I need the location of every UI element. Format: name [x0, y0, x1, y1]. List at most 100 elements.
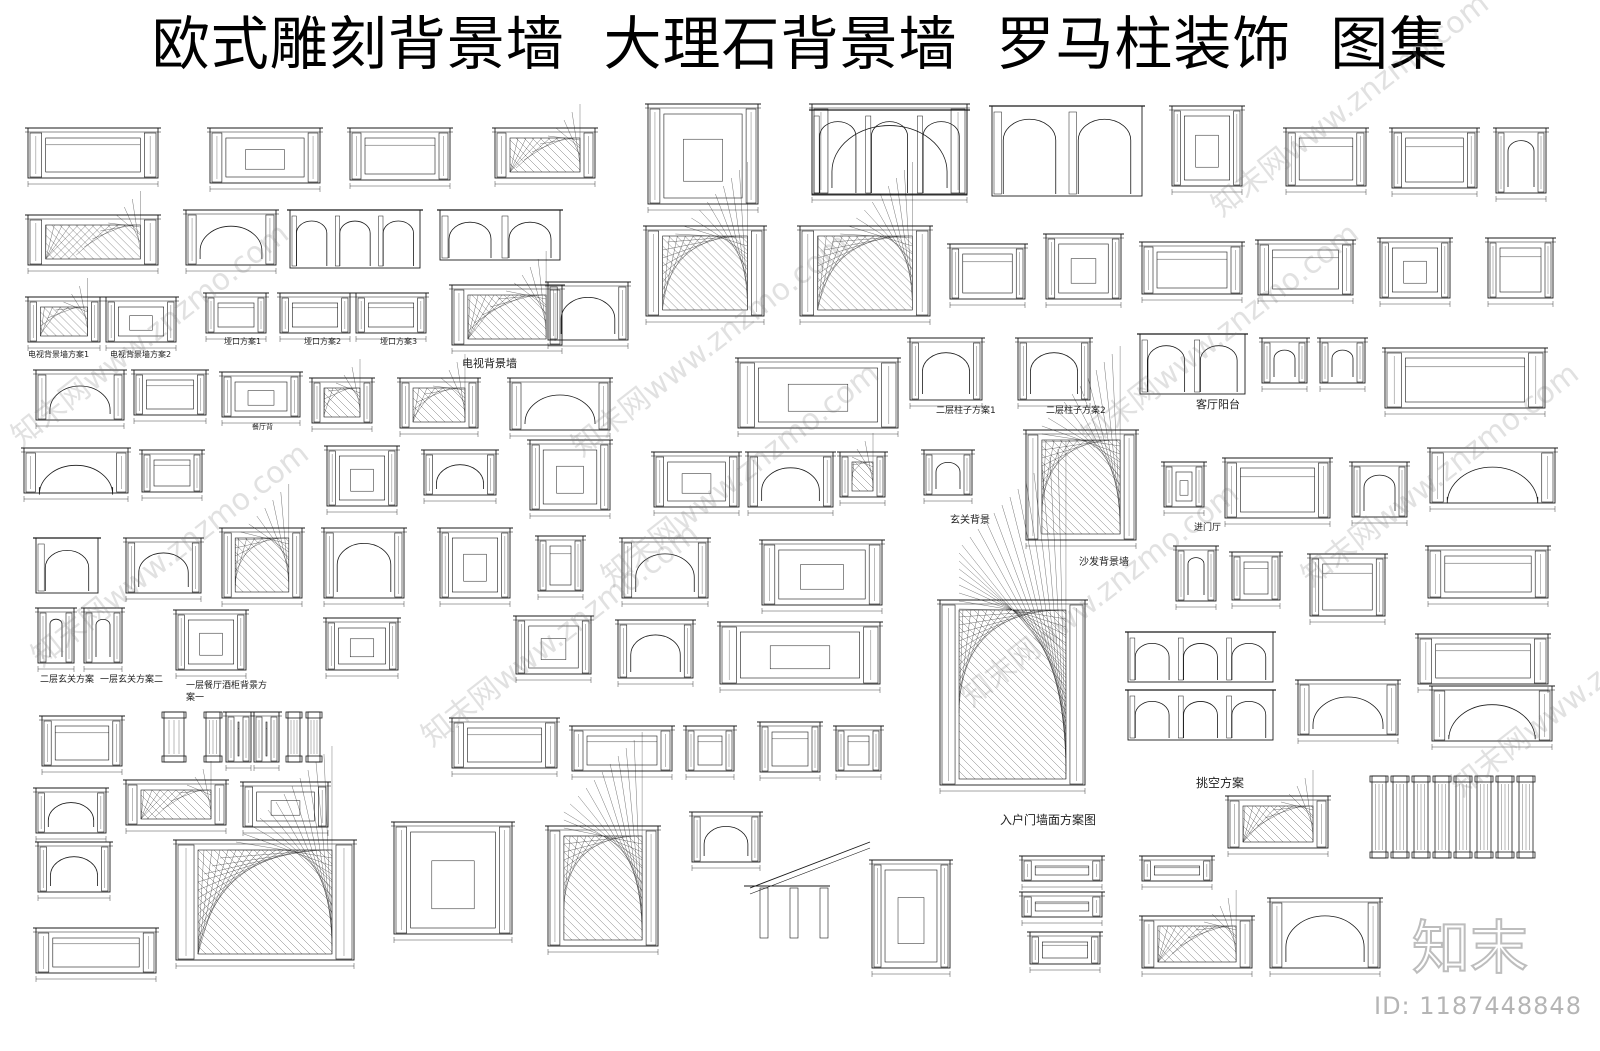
elevation-drawing: [324, 445, 400, 515]
elevation-drawing: [139, 449, 205, 501]
roman-column-drawing: [203, 711, 223, 763]
caption: 入户门墙面方案图: [1000, 813, 1097, 827]
elevation-drawing: [1139, 890, 1255, 977]
arcade-drawing: [287, 209, 423, 269]
elevation-drawing: [569, 725, 675, 780]
caption: 二层柱子方案2: [1046, 406, 1106, 416]
elevation-drawing: [219, 371, 303, 426]
elevation-drawing: [833, 725, 884, 780]
elevation-drawing: [513, 615, 594, 683]
elevation-drawing: [757, 721, 823, 781]
elevation-drawing: [907, 337, 985, 409]
elevation-drawing: [35, 841, 113, 901]
elevation-drawing: [921, 449, 975, 504]
roman-column-drawing: [161, 711, 187, 763]
caption: 垭口方案1: [224, 337, 262, 346]
elevation-drawing: [1317, 337, 1368, 392]
elevation-drawing: [35, 607, 77, 672]
elevation-drawing: [1295, 679, 1401, 744]
elevation-drawing: [643, 162, 767, 325]
elevation-drawing: [1349, 461, 1410, 526]
elevation-drawing: [1377, 237, 1453, 307]
caption: 餐厅背: [252, 423, 273, 431]
arcade-drawing: [809, 109, 970, 196]
elevation-drawing: [321, 527, 407, 607]
elevation-drawing: [809, 103, 970, 203]
elevation-drawing: [437, 527, 513, 607]
elevation-drawing: [21, 447, 131, 502]
elevation-drawing: [391, 821, 515, 943]
elevation-drawing: [1493, 127, 1549, 202]
elevation-drawing: [33, 369, 127, 429]
elevation-drawing: [103, 296, 179, 351]
elevation-drawing: [645, 103, 761, 213]
elevation-drawing: [1139, 855, 1215, 890]
elevation-drawing: [1222, 457, 1333, 527]
elevation-drawing: [869, 859, 953, 977]
elevation-drawing: [123, 761, 229, 834]
roman-column-drawing: [1453, 775, 1473, 859]
elevation-drawing: [717, 621, 883, 693]
caption: 二层柱子方案1: [936, 406, 996, 416]
roman-column-drawing: [1369, 775, 1389, 859]
elevation-drawing: [39, 715, 125, 775]
elevation-drawing: [1389, 127, 1480, 197]
roman-column-drawing: [285, 711, 303, 763]
elevation-drawing: [1259, 337, 1310, 392]
caption: 垭口方案2: [304, 337, 342, 346]
elevation-drawing: [1425, 545, 1551, 607]
elevation-drawing: [1429, 685, 1555, 750]
caption: 垭口方案3: [380, 337, 418, 346]
arcade-drawing: [33, 537, 101, 594]
elevation-drawing: [1225, 770, 1331, 857]
elevation-drawing: [745, 451, 836, 516]
elevation-drawing: [277, 292, 353, 342]
elevation-drawing: [1255, 239, 1356, 304]
elevation-drawing: [33, 787, 109, 842]
elevation-drawing: [353, 292, 429, 342]
elevation-drawing: [183, 209, 279, 274]
elevation-drawing: [449, 251, 565, 354]
caption: 沙发背景墙: [1079, 557, 1129, 568]
elevation-drawing: [1161, 461, 1207, 516]
caption: 电视背景墙: [462, 357, 517, 370]
elevation-drawing: [1019, 855, 1105, 890]
elevation-drawing: [797, 162, 933, 325]
elevation-drawing: [1382, 347, 1548, 417]
elevation-drawing: [535, 535, 586, 600]
elevation-drawing: [651, 451, 742, 516]
elevation-drawing: [173, 609, 249, 679]
caption: 一层餐厅酒柜背景方: [186, 681, 268, 691]
elevation-drawing: [173, 746, 357, 969]
elevation-drawing: [421, 449, 499, 504]
brand-logo: 知末: [1411, 913, 1529, 982]
arcade-drawing: [437, 209, 563, 261]
elevation-drawing: [240, 781, 331, 836]
caption: 挑空方案: [1196, 776, 1245, 790]
elevation-drawing: [1043, 233, 1124, 308]
elevation-drawing: [25, 191, 161, 274]
elevation-drawing: [25, 278, 103, 351]
elevation-drawing: [131, 369, 209, 424]
elevation-drawing: [1267, 897, 1383, 977]
elevation-drawing: [527, 439, 613, 519]
elevation-drawing: [1427, 447, 1558, 512]
stair-drawing: [744, 841, 871, 939]
elevation-drawing: [545, 732, 661, 955]
elevation-drawing: [1307, 553, 1388, 625]
elevation-drawing: [492, 104, 598, 187]
elevation-drawing: [1283, 127, 1369, 195]
elevation-drawing: [449, 717, 560, 777]
elevation-drawing: [759, 539, 885, 614]
drawing-id: ID: 1187448848: [1374, 992, 1582, 1020]
elevation-drawing: [507, 377, 613, 439]
elevation-drawing: [689, 811, 763, 871]
elevation-drawing: [25, 127, 161, 187]
elevation-drawing: [1169, 105, 1245, 195]
elevation-drawing: [203, 292, 269, 342]
caption: 二层玄关方案: [40, 675, 95, 685]
caption: 案一: [186, 693, 205, 703]
roman-column-drawing: [1390, 775, 1410, 859]
